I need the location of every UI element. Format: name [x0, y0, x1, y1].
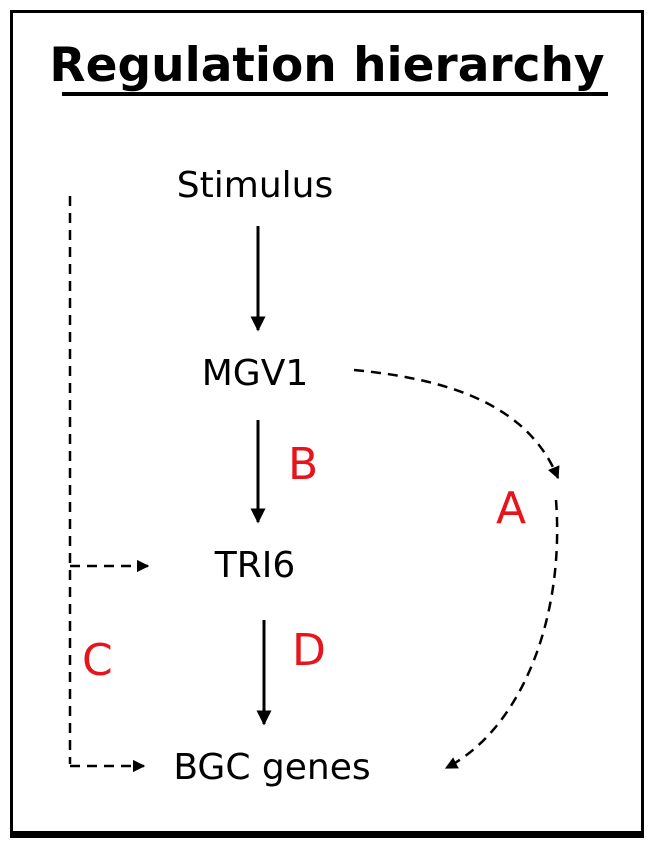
node-tri6: TRI6	[214, 545, 296, 586]
node-stimulus: Stimulus	[176, 165, 334, 206]
dashed-curve-a-lower	[444, 499, 559, 770]
diagram-title: Regulation hierarchy	[49, 38, 605, 93]
node-mgv1: MGV1	[201, 353, 309, 394]
edge-label-c: C	[82, 635, 113, 686]
node-bgc-genes: BGC genes	[173, 747, 371, 788]
edge-label-d: D	[292, 625, 326, 676]
dashed-arrow-mgv1-to-bgc-genes	[353, 368, 560, 480]
title-underline	[62, 92, 608, 96]
edge-label-a: A	[496, 483, 527, 534]
diagram-frame	[10, 10, 644, 838]
edge-label-b: B	[288, 439, 319, 490]
